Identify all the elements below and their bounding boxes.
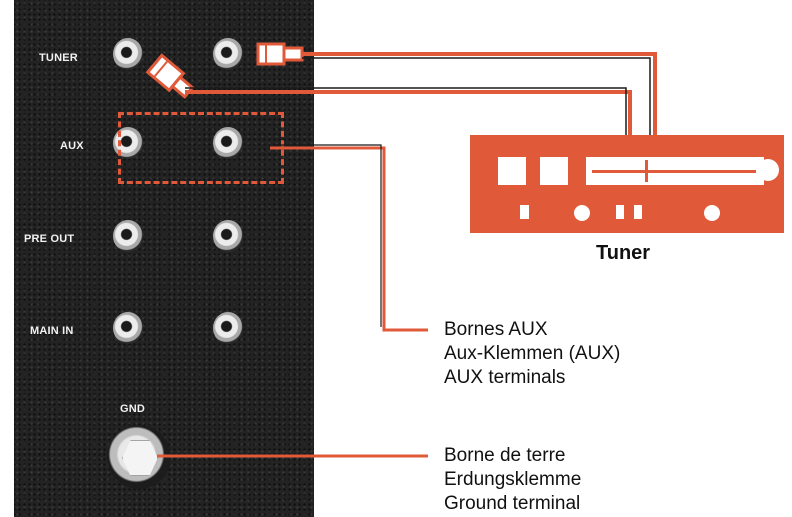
- aux-leader-line: [270, 146, 428, 332]
- tuner-jack-left[interactable]: [113, 38, 143, 70]
- tuner-switch-1: [520, 205, 529, 219]
- tuner-dial-scale: [592, 170, 756, 173]
- tuner-switch-2: [616, 205, 624, 219]
- jack-label-main-in: MAIN IN: [30, 325, 74, 337]
- aux-callout-de: Aux-Klemmen (AUX): [444, 343, 621, 364]
- aux-leader-line-inner: [276, 144, 382, 327]
- tuner-switch-3: [634, 205, 642, 219]
- aux-jack-right[interactable]: [213, 127, 243, 159]
- jack-label-tuner: TUNER: [39, 52, 78, 64]
- gnd-label: GND: [120, 403, 146, 415]
- tuner-knob: [757, 159, 779, 181]
- tuner-jack-right[interactable]: [213, 38, 243, 70]
- tuner-dial-window: [586, 157, 764, 185]
- ground-callout-fr: Borne de terre: [444, 445, 566, 466]
- main-in-jack-left[interactable]: [113, 312, 143, 344]
- main-in-jack-right[interactable]: [213, 312, 243, 344]
- cable-left: [185, 90, 632, 140]
- tuner-control-2: [704, 205, 720, 221]
- tuner-device: [470, 135, 784, 233]
- aux-callout-en: AUX terminals: [444, 367, 566, 388]
- ground-callout-de: Erdungsklemme: [444, 469, 582, 490]
- tuner-control-1: [574, 205, 590, 221]
- rca-plug-right: [256, 42, 304, 66]
- jack-label-aux: AUX: [60, 140, 84, 152]
- aux-callout-fr: Bornes AUX: [444, 319, 548, 340]
- jack-label-pre-out: PRE OUT: [24, 233, 75, 245]
- ground-callout-en: Ground terminal: [444, 493, 581, 514]
- pre-out-jack-left[interactable]: [113, 220, 143, 252]
- cable-left-inner: [185, 87, 627, 140]
- tuner-button-1: [498, 157, 526, 185]
- ground-terminal-nut: [122, 440, 158, 476]
- tuner-label: Tuner: [596, 242, 651, 264]
- tuner-button-2: [540, 157, 568, 185]
- tuner-dial-pointer: [645, 160, 648, 182]
- pre-out-jack-right[interactable]: [213, 220, 243, 252]
